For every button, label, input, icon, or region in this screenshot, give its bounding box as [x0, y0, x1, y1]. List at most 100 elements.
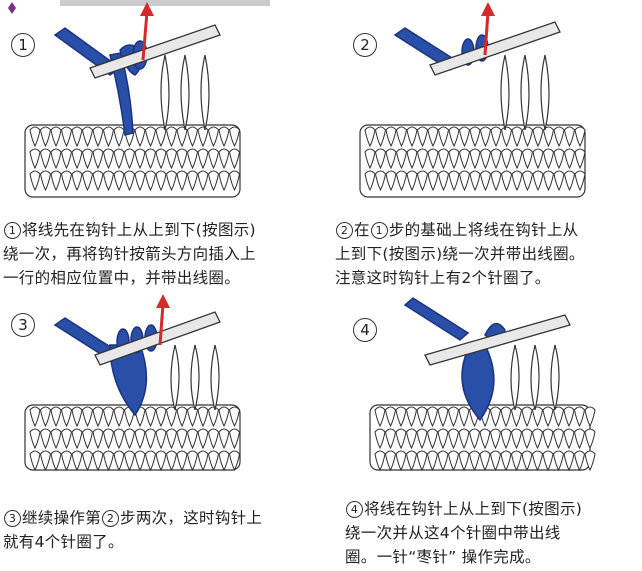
knit-stitch	[176, 170, 188, 192]
knit-stitch	[60, 126, 73, 148]
step-2-line-2: 上到下(按图示)绕一次并带出线圈。	[335, 245, 585, 263]
knit-stitch	[218, 126, 230, 148]
knit-stitch	[71, 406, 83, 428]
knit-stitch	[552, 428, 565, 450]
knit-stitch	[385, 148, 397, 170]
knit-stitch	[416, 126, 429, 148]
knit-stitch	[521, 428, 533, 450]
knit-stitch	[395, 428, 407, 450]
knit-stitch	[479, 148, 492, 170]
knit-stitch	[510, 406, 523, 428]
step-3-circle-ref: 3	[4, 510, 21, 527]
step-1-illustration	[24, 2, 241, 198]
knit-stitch	[113, 428, 125, 450]
knit-stitch	[500, 406, 512, 428]
knit-stitch	[542, 450, 554, 472]
knit-stitch	[427, 170, 439, 192]
knit-stitch	[186, 450, 199, 472]
knit-stitch	[479, 170, 492, 192]
knit-stitch	[39, 148, 52, 170]
knit-stitch	[437, 126, 450, 148]
knit-stitch	[458, 428, 470, 450]
knit-stitch	[50, 126, 62, 148]
knit-stitch	[532, 148, 544, 170]
step-2-illustration	[359, 2, 586, 198]
knit-stitch	[426, 428, 439, 450]
knit-stitch	[50, 428, 62, 450]
knit-stitch	[458, 148, 471, 170]
knit-stitch	[542, 428, 554, 450]
knit-stitch	[102, 406, 115, 428]
knit-stitch	[186, 170, 199, 192]
step-2-circle-ref-2: 1	[370, 222, 388, 239]
vertical-stitches	[510, 344, 560, 411]
knit-stitch	[123, 428, 136, 450]
knit-stitch	[60, 170, 73, 192]
knit-stitch	[469, 170, 481, 192]
knit-stitch	[50, 406, 62, 428]
knit-stitch	[155, 428, 167, 450]
knit-stitch	[92, 406, 104, 428]
knit-stitch	[458, 170, 471, 192]
yarn-loops	[53, 27, 148, 136]
knit-stitch	[123, 170, 136, 192]
knit-stitch	[92, 450, 104, 472]
knit-stitch	[176, 148, 188, 170]
knit-stitch	[29, 450, 41, 472]
knit-stitch	[552, 450, 565, 472]
knit-stitch	[448, 170, 460, 192]
knit-stitch	[92, 148, 104, 170]
step-2-number: 2	[353, 33, 377, 57]
knit-stitch	[218, 148, 230, 170]
knit-stitch	[542, 170, 555, 192]
knit-stitch	[29, 428, 41, 450]
knit-stitch	[500, 450, 512, 472]
knit-stitch	[39, 428, 52, 450]
diamond-icon	[8, 2, 16, 14]
knit-stitch	[489, 450, 502, 472]
knit-stitch	[218, 428, 230, 450]
knit-stitch	[134, 450, 146, 472]
knit-stitch	[134, 428, 146, 450]
knit-stitch	[489, 428, 502, 450]
knit-stitch	[134, 126, 146, 148]
knit-stitch	[165, 450, 178, 472]
knit-stitch	[71, 428, 83, 450]
knit-stitch	[448, 126, 460, 148]
knit-stitch	[469, 148, 481, 170]
knit-stitch	[155, 126, 167, 148]
knit-stitch	[521, 148, 534, 170]
knit-stitch	[542, 406, 554, 428]
knit-stitch	[395, 148, 408, 170]
knit-stitch	[60, 428, 73, 450]
knit-stitch	[176, 450, 188, 472]
knit-stitch	[500, 148, 513, 170]
knit-stitch	[427, 126, 439, 148]
knit-stitch	[426, 406, 439, 428]
knit-stitch	[228, 126, 241, 148]
vertical-stitches	[170, 344, 220, 411]
direction-arrow	[158, 303, 165, 346]
knit-stitch	[123, 450, 136, 472]
knit-stitch	[458, 126, 471, 148]
knit-stitch	[176, 126, 188, 148]
vertical-stitches	[160, 54, 210, 131]
header-bar	[60, 0, 270, 6]
knit-stitch	[458, 406, 470, 428]
step-1-number: 1	[11, 33, 35, 57]
knit-stitch	[134, 170, 146, 192]
knit-stitch	[144, 148, 157, 170]
step-4-illustration	[369, 297, 596, 472]
knit-stitch	[384, 406, 397, 428]
knit-stitch	[155, 170, 167, 192]
stitch-grid	[364, 126, 586, 192]
arrow-head	[156, 294, 170, 308]
knit-stitch	[207, 170, 220, 192]
knit-stitch	[155, 148, 167, 170]
step-4-line-2: 绕一次并从这4个针圈中带出线	[345, 524, 561, 542]
knit-stitch	[405, 406, 418, 428]
knit-stitch	[468, 428, 481, 450]
knit-stitch	[155, 406, 167, 428]
